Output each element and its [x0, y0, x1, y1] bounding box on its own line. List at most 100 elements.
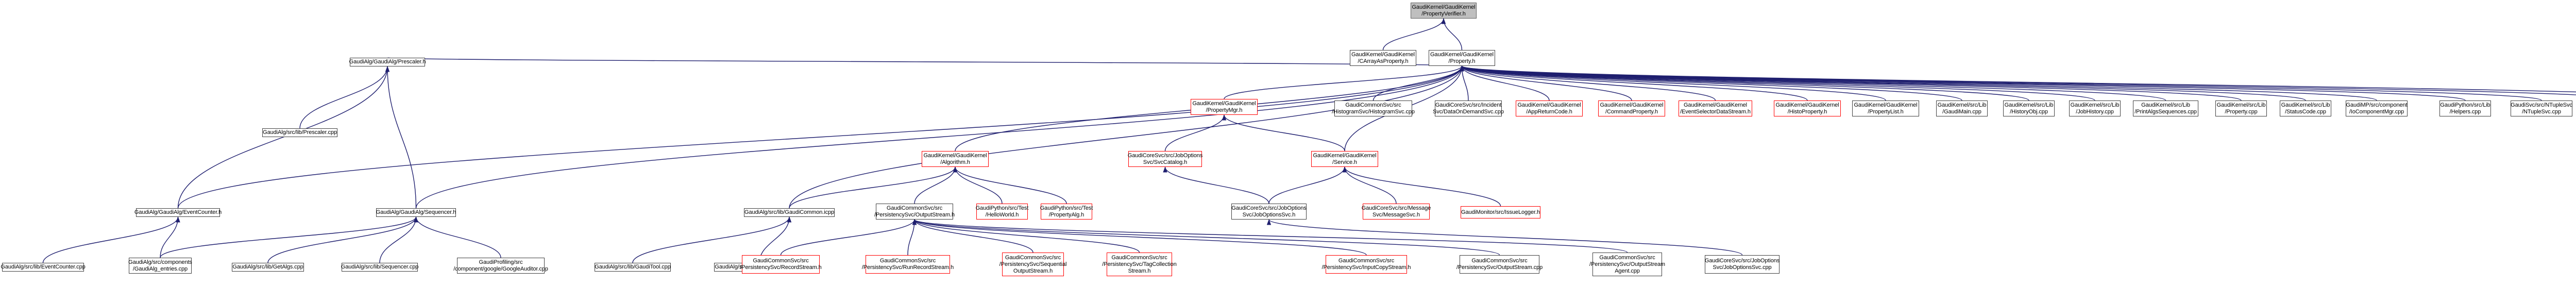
- graph-edge: [1382, 18, 1446, 51]
- graph-edge: [415, 65, 1464, 209]
- graph-node[interactable]: GaudiCommonSvc/src /PersistencySvc/Outpu…: [874, 204, 955, 220]
- graph-edge: [1163, 166, 1269, 204]
- graph-edge: [1460, 65, 2377, 101]
- graph-edge: [1460, 65, 1469, 101]
- graph-node[interactable]: GaudiAlg/src/lib/EventCounter.cpp: [1, 263, 86, 272]
- graph-node[interactable]: GaudiCoreSvc/src/JobOptions Svc/JobOptio…: [1231, 204, 1307, 220]
- graph-node[interactable]: GaudiKernel/src/Lib /GaudiMain.cpp: [1936, 100, 1988, 116]
- graph-node[interactable]: GaudiPython/src/Test /PropertyAlg.h: [1040, 204, 1093, 220]
- graph-edge: [177, 65, 1464, 209]
- graph-node[interactable]: GaudiCoreSvc/src/Message Svc/MessageSvc.…: [1362, 204, 1431, 220]
- graph-node[interactable]: GaudiKernel/GaudiKernel /EventSelectorDa…: [1679, 100, 1752, 116]
- graph-node[interactable]: GaudiCommonSvc/src /PersistencySvc/Outpu…: [1456, 255, 1543, 274]
- graph-edge: [789, 166, 958, 209]
- graph-node[interactable]: GaudiCommonSvc/src /PersistencySvc/RunRe…: [862, 255, 954, 274]
- graph-node[interactable]: GaudiKernel/GaudiKernel /PropertyMgr.h: [1191, 99, 1258, 115]
- graph-edge: [1342, 166, 1397, 204]
- graph-node[interactable]: GaudiAlg/src/lib/Prescaler.cpp: [262, 128, 337, 137]
- graph-node[interactable]: GaudiKernel/src/Lib /HistoryObj.cpp: [2003, 100, 2055, 116]
- graph-node[interactable]: GaudiKernel/GaudiKernel /Service.h: [1311, 151, 1378, 167]
- graph-edge: [1342, 166, 1501, 207]
- graph-edge: [912, 219, 1500, 256]
- graph-node[interactable]: GaudiCommonSvc/src /PersistencySvc/TagCo…: [1102, 253, 1177, 276]
- graph-node[interactable]: GaudiAlg/GaudiAlg/Sequencer.h: [376, 208, 456, 217]
- graph-edge: [1460, 65, 1886, 101]
- graph-edge: [914, 166, 958, 204]
- graph-node[interactable]: GaudiKernel/src/Lib /Property.cpp: [2215, 100, 2267, 116]
- graph-edge: [1372, 65, 1464, 101]
- graph-node[interactable]: GaudiCommonSvc/src /PersistencySvc/Outpu…: [1589, 253, 1665, 276]
- graph-edge: [1460, 65, 2576, 93]
- edge-group: [42, 18, 2576, 263]
- graph-node[interactable]: GaudiCommonSvc/src /PersistencySvc/Recor…: [740, 255, 822, 274]
- graph-node[interactable]: GaudiAlg/GaudiAlg/EventCounter.h: [134, 208, 222, 217]
- graph-node[interactable]: GaudiKernel/GaudiKernel /Property.h: [1429, 50, 1495, 66]
- graph-edge: [789, 65, 1464, 209]
- graph-node[interactable]: GaudiKernel/GaudiKernel /CommandProperty…: [1598, 100, 1665, 116]
- graph-edge: [1222, 114, 1345, 152]
- graph-edge: [1267, 219, 1743, 256]
- graph-edge: [912, 219, 1140, 253]
- graph-node[interactable]: GaudiPython/src/Lib /Helpers.cpp: [2439, 100, 2491, 116]
- graph-node[interactable]: GaudiAlg/src/lib/GaudiTool.cpp: [595, 263, 671, 272]
- graph-node[interactable]: GaudiAlg/GaudiAlg/Prescaler.h: [349, 58, 426, 66]
- graph-node[interactable]: GaudiSvc/src/NTupleSvc /NTupleSvc.cpp: [2511, 100, 2572, 116]
- graph-edge: [177, 66, 390, 209]
- graph-node[interactable]: GaudiCommonSvc/src /HistogramSvc/Histogr…: [1332, 100, 1415, 116]
- graph-node[interactable]: GaudiCoreSvc/src/Incident Svc/DataOnDema…: [1433, 100, 1504, 116]
- graph-edge: [385, 66, 417, 209]
- graph-node[interactable]: GaudiPython/src/Test /HelloWorld.h: [976, 204, 1028, 220]
- graph-edge: [1441, 18, 1463, 51]
- graph-node[interactable]: GaudiKernel/GaudiKernel /AppReturnCode.h: [1516, 100, 1583, 116]
- graph-edge: [379, 216, 418, 263]
- graph-edge: [1460, 65, 2576, 95]
- graph-node[interactable]: GaudiAlg/src/components /GaudiAlg_entrie…: [128, 258, 192, 274]
- graph-node-root[interactable]: GaudiKernel/GaudiKernel /PropertyVerifie…: [1411, 3, 1477, 19]
- graph-edge: [267, 216, 418, 263]
- graph-edge: [1224, 65, 1464, 99]
- graph-edge: [160, 216, 180, 258]
- graph-node[interactable]: GaudiAlg/src/lib/Sequencer.cpp: [341, 263, 418, 272]
- graph-node[interactable]: GaudiKernel/GaudiKernel /Algorithm.h: [922, 151, 989, 167]
- graph-node[interactable]: GaudiKernel/GaudiKernel /PropertyList.h: [1852, 100, 1919, 116]
- graph-node[interactable]: GaudiMP/src/component /IoComponentMgr.cp…: [2346, 100, 2408, 116]
- graph-edge: [1460, 65, 1962, 101]
- graph-edge: [1460, 65, 1550, 101]
- graph-node[interactable]: GaudiKernel/GaudiKernel /CArrayAsPropert…: [1350, 50, 1416, 66]
- graph-node[interactable]: GaudiProfiling/src /component/google/Goo…: [453, 258, 548, 274]
- graph-edge: [953, 166, 1067, 204]
- graph-node[interactable]: GaudiMonitor/src/IssueLogger.h: [1461, 206, 1540, 218]
- graph-node[interactable]: GaudiKernel/src/Lib /PrintAlgsSequences.…: [2133, 100, 2198, 116]
- graph-node[interactable]: GaudiCoreSvc/src/JobOptions Svc/JobOptio…: [1705, 255, 1780, 274]
- graph-edge: [1460, 65, 2166, 101]
- graph-edge: [1460, 65, 2242, 101]
- graph-edge: [1268, 166, 1347, 204]
- graph-node[interactable]: GaudiAlg/src/lib/GaudiCommon.icpp: [744, 208, 835, 217]
- graph-edge: [912, 219, 1628, 253]
- graph-node[interactable]: GaudiCommonSvc/src /PersistencySvc/Input…: [1322, 255, 1411, 274]
- graph-edge: [1460, 65, 2306, 101]
- graph-node[interactable]: GaudiKernel/GaudiKernel /HistoProperty.h: [1774, 100, 1841, 116]
- graph-edge: [1460, 65, 1808, 101]
- graph-node[interactable]: GaudiKernel/src/Lib /StatusCode.cpp: [2280, 100, 2331, 116]
- graph-edge: [42, 216, 180, 263]
- graph-edge: [780, 219, 917, 256]
- graph-edge: [907, 219, 917, 256]
- graph-edge: [387, 57, 1463, 66]
- graph-edge: [1460, 65, 1632, 101]
- graph-edge: [1460, 65, 2466, 101]
- graph-node[interactable]: GaudiKernel/src/Lib /JobHistory.cpp: [2069, 100, 2121, 116]
- graph-edge: [912, 219, 1033, 253]
- graph-node[interactable]: GaudiCoreSvc/src/JobOptions Svc/SvcCatal…: [1128, 151, 1202, 167]
- graph-edge: [1460, 65, 2095, 101]
- graph-node[interactable]: GaudiAlg/src/lib/GetAlgs.cpp: [232, 263, 304, 272]
- graph-edge: [414, 216, 501, 258]
- graph-edge: [1460, 65, 2029, 101]
- graph-edge: [1460, 65, 2542, 101]
- graph-edge: [299, 66, 390, 129]
- graph-node[interactable]: GaudiCommonSvc/src /PersistencySvc/Seque…: [999, 253, 1066, 276]
- graph-edge: [1164, 114, 1227, 152]
- graph-edge: [160, 216, 418, 258]
